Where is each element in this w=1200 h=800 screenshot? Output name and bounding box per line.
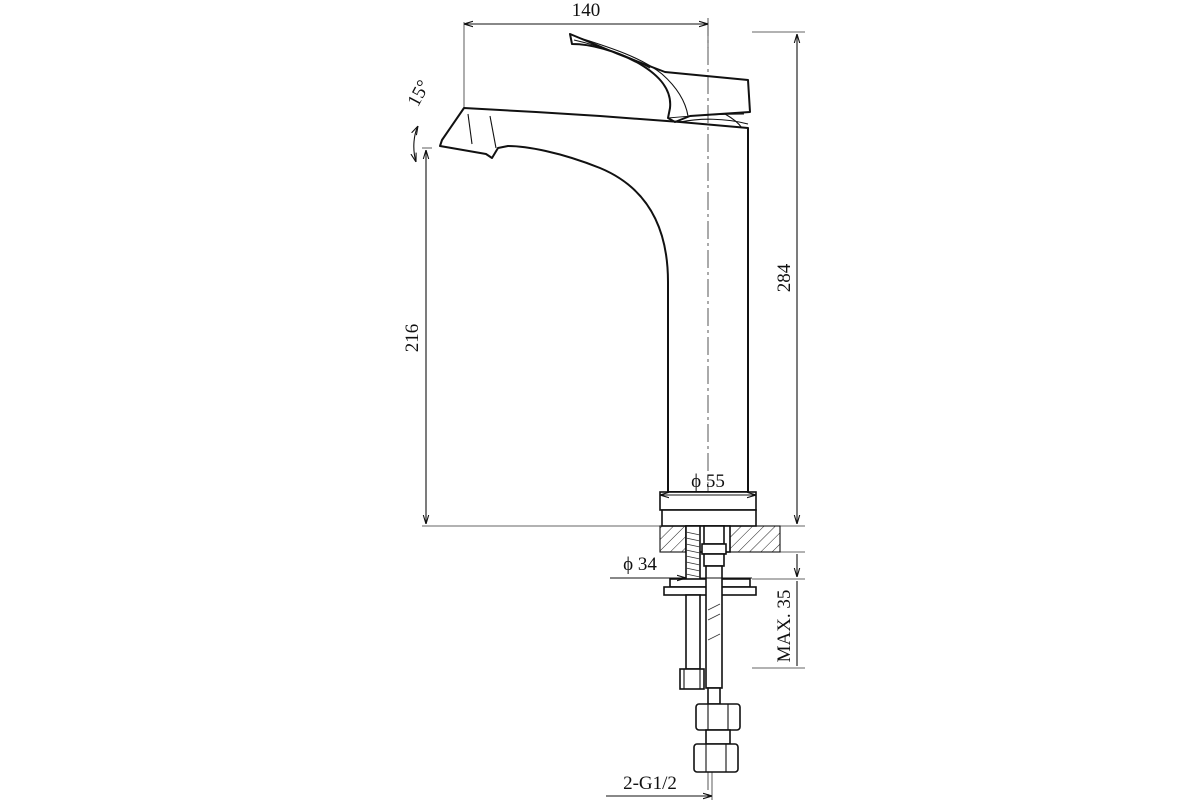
dim-max-deck-thickness: MAX. 35 [774, 590, 795, 663]
dim-connection-thread: 2-G1/2 [623, 773, 677, 794]
dim-spout-height-216: 216 [402, 324, 423, 353]
dimension-lines [414, 24, 797, 796]
extension-lines [422, 22, 805, 800]
dim-width-140: 140 [572, 0, 601, 21]
dim-total-height-284: 284 [774, 263, 795, 292]
supply-hose [693, 525, 741, 773]
dim-spout-angle: 15° [404, 77, 435, 110]
dim-shank-diameter: ϕ 34 [623, 554, 657, 575]
faucet-lever-handle [569, 33, 751, 123]
dim-base-diameter: ϕ 55 [691, 471, 725, 492]
faucet-body [439, 107, 749, 493]
faucet-base [659, 491, 757, 527]
